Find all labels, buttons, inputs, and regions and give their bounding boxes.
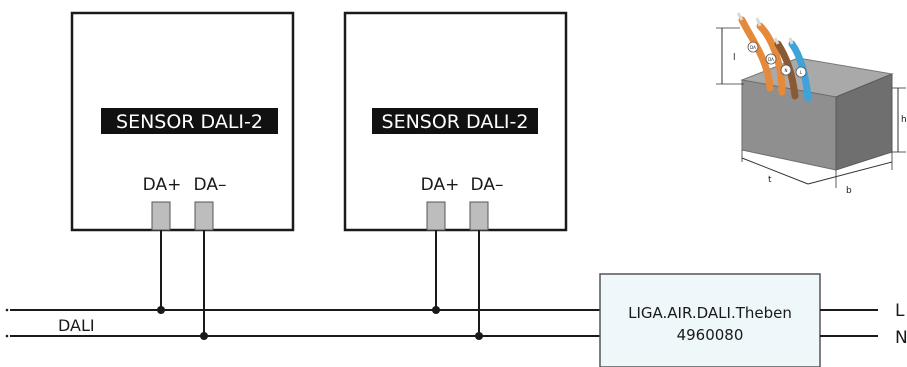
mains-neutral-label: N: [895, 328, 907, 348]
sensor-2-title-background: [372, 108, 538, 134]
device-wire-blue: [788, 40, 812, 102]
wire-marker: [765, 53, 777, 65]
dali-bus-label: DALI: [58, 316, 95, 335]
device-wire-tip: [736, 12, 744, 21]
sensor-2-terminal-minus-label: DA–: [471, 175, 504, 195]
device-wire-tip: [755, 17, 762, 27]
sensor-1-title: SENSOR DALI-2: [116, 111, 263, 133]
device-wire-orange: [756, 22, 786, 96]
sensor-1-terminal-minus-label: DA–: [194, 175, 227, 195]
device-illustration: DA DA N L l t b h: [716, 12, 907, 196]
wire-marker: [747, 41, 759, 53]
bus-upper-start-dot: [5, 308, 9, 312]
controller: LIGA.AIR.DALI.Theben 4960080: [599, 273, 821, 367]
dimension-label-h: h: [901, 115, 907, 125]
dimension-line-t: [741, 157, 809, 185]
sensor-1-terminal-minus: [194, 201, 214, 231]
device-wire-orange: [738, 16, 774, 92]
sensor-2-title: SENSOR DALI-2: [382, 111, 529, 133]
device-wire-tip: [788, 37, 794, 45]
dimension-line-b: [807, 161, 893, 185]
bus-lower-start-dot: [5, 334, 9, 338]
junction-dot: [432, 306, 440, 314]
sensor-2: SENSOR DALI-2 DA+ DA–: [343, 11, 568, 232]
sensor-1-terminal-plus: [151, 201, 171, 231]
controller-article-number: 4960080: [677, 326, 744, 344]
device-wire-brown: [774, 40, 799, 100]
sensor-2-terminal-plus-label: DA+: [421, 175, 460, 195]
dimension-label-l: l: [733, 53, 736, 63]
sensor-1-title-background: [101, 108, 278, 134]
sensor-1: SENSOR DALI-2 DA+ DA–: [70, 11, 295, 232]
controller-box: [599, 273, 821, 367]
sensor-2-terminal-plus: [426, 201, 446, 231]
wire-marker-label: DA: [768, 57, 774, 62]
dimension-label-t: t: [768, 175, 772, 185]
wire-marker-label: DA: [750, 45, 756, 50]
wire-marker: [795, 66, 807, 78]
wire-marker-label: N: [785, 68, 788, 73]
sensor-1-terminal-plus-label: DA+: [143, 175, 182, 195]
wire-marker: [780, 64, 792, 76]
junction-dot: [157, 306, 165, 314]
junction-dot: [475, 332, 483, 340]
wire-marker-label: L: [800, 70, 803, 75]
device-wire-tip: [773, 37, 780, 45]
mains-line-label: L: [895, 301, 905, 321]
junction-dot: [200, 332, 208, 340]
sensor-2-terminal-minus: [469, 201, 489, 231]
dimension-label-b: b: [846, 186, 852, 196]
controller-name: LIGA.AIR.DALI.Theben: [628, 304, 792, 322]
